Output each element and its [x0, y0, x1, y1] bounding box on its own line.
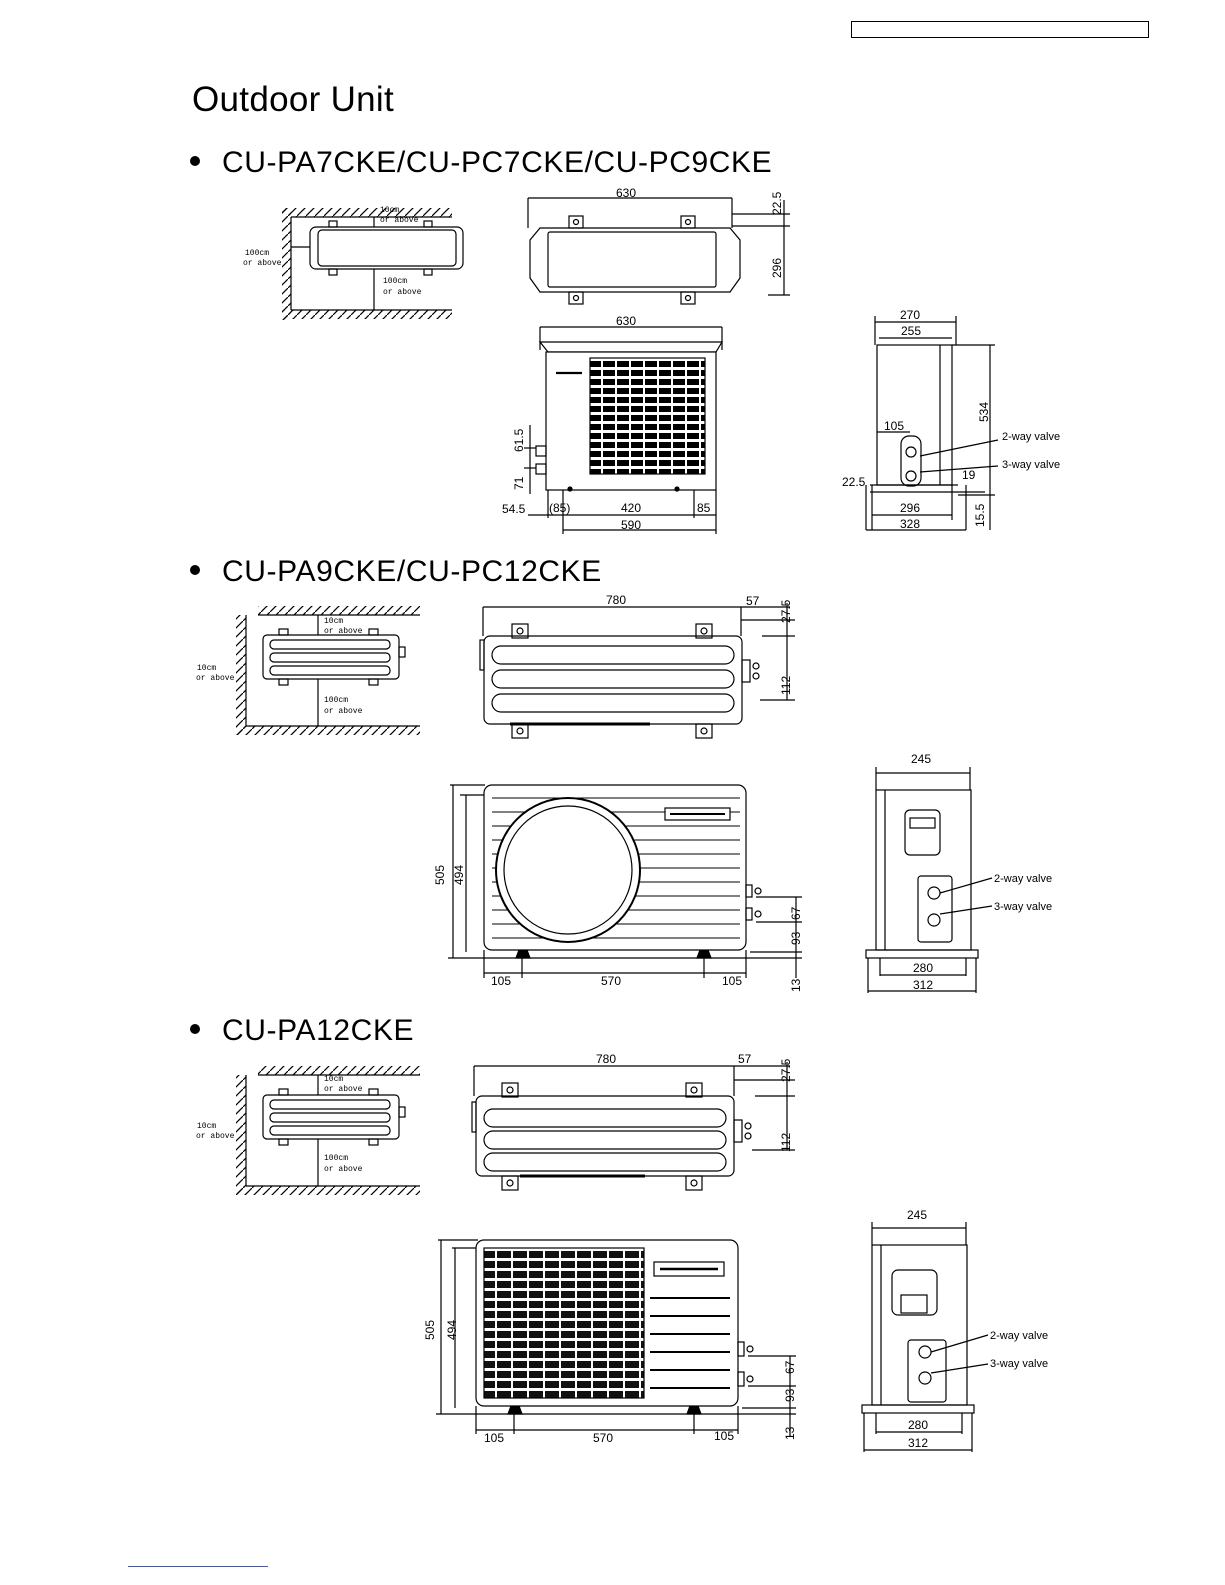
- section-heading-1: CU-PA7CKE/CU-PC7CKE/CU-PC9CKE: [190, 146, 772, 180]
- side-view-2: [865, 767, 993, 993]
- clearance-left-label-1a: 100cm: [245, 249, 269, 258]
- side-view-1-height: 534: [977, 402, 991, 422]
- model-name-1: CU-PA7CKE/CU-PC7CKE/CU-PC9CKE: [222, 146, 773, 179]
- side-view-1: [865, 316, 999, 531]
- section-heading-2: CU-PA9CKE/CU-PC12CKE: [190, 555, 602, 589]
- front-view-3-valve-upper: 67: [783, 1360, 797, 1374]
- clearance-left-label-3b: or above: [196, 1132, 235, 1141]
- side-view-1-valve-2-label: 2-way valve: [1002, 431, 1060, 443]
- front-view-2-seg-left: 105: [491, 974, 511, 988]
- front-view-1-seg-right: 85: [697, 501, 711, 515]
- clearance-diagram-3: [236, 1066, 420, 1195]
- header-box: [851, 21, 1149, 38]
- side-view-1-left-offset: 22.5: [842, 475, 866, 489]
- front-view-1: [524, 326, 724, 534]
- top-view-1-width: 630: [616, 186, 636, 200]
- clearance-diagram-1: [282, 208, 464, 320]
- side-view-2-top: 245: [911, 752, 931, 766]
- bullet-icon: [190, 565, 200, 576]
- clearance-left-label-1b: or above: [243, 259, 282, 268]
- side-view-3-top: 245: [907, 1208, 927, 1222]
- front-view-3: [436, 1239, 796, 1436]
- clearance-bottom-label-3b: or above: [324, 1165, 363, 1174]
- side-view-1-foot: 15.5: [973, 503, 987, 527]
- front-view-2-height-outer: 505: [433, 865, 447, 885]
- front-view-2-valve-lower: 93: [789, 931, 803, 945]
- clearance-top-label-2a: 10cm: [324, 617, 343, 626]
- top-view-3-offset-v: 27.5: [779, 1058, 793, 1082]
- front-view-3-height-inner: 494: [445, 1320, 459, 1340]
- page-title: Outdoor Unit: [192, 80, 395, 119]
- clearance-bottom-label-2b: or above: [324, 707, 363, 716]
- front-view-2-foot: 13: [789, 978, 803, 992]
- side-view-2-valve-2-label: 2-way valve: [994, 873, 1052, 885]
- side-view-3: [861, 1222, 989, 1452]
- side-view-3-base-outer: 312: [908, 1436, 928, 1450]
- front-view-1-height-a: 61.5: [512, 428, 526, 452]
- front-view-1-height-b: 71: [512, 476, 526, 490]
- front-view-3-foot: 13: [783, 1426, 797, 1440]
- top-view-1: [527, 197, 790, 305]
- side-view-3-valve-3-label: 3-way valve: [990, 1358, 1048, 1370]
- front-view-1-seg-mid: 420: [621, 501, 641, 515]
- side-view-1-right-offset: 19: [962, 468, 976, 482]
- side-view-3-valve-2-label: 2-way valve: [990, 1330, 1048, 1342]
- side-view-2-base-inner: 280: [913, 961, 933, 975]
- clearance-bottom-label-1b: or above: [383, 288, 422, 297]
- front-view-1-seg-left: (85): [549, 501, 570, 515]
- clearance-bottom-label-1a: 100cm: [383, 277, 407, 286]
- front-view-2-height-inner: 494: [452, 865, 466, 885]
- top-view-3-depth: 112: [779, 1133, 793, 1152]
- clearance-top-label-3a: 10cm: [324, 1075, 343, 1084]
- top-view-1-depth: 296: [770, 258, 784, 278]
- front-view-3-seg-right: 105: [714, 1429, 734, 1443]
- top-view-2-offset-v: 27.5: [779, 599, 793, 623]
- bullet-icon: [190, 1024, 200, 1035]
- clearance-bottom-label-2a: 100cm: [324, 696, 348, 705]
- top-view-1-offset: 22.5: [770, 191, 784, 215]
- front-view-2-valve-upper: 67: [789, 906, 803, 920]
- section-heading-3: CU-PA12CKE: [190, 1014, 414, 1048]
- side-view-1-outer: 270: [900, 308, 920, 322]
- front-view-1-left-offset: 54.5: [502, 502, 526, 516]
- front-view-1-width: 630: [616, 314, 636, 328]
- top-view-3-width: 780: [596, 1052, 616, 1066]
- footer-link-line[interactable]: [128, 1566, 268, 1567]
- front-view-3-valve-lower: 93: [783, 1388, 797, 1402]
- clearance-left-label-3a: 10cm: [197, 1122, 216, 1131]
- model-name-2: CU-PA9CKE/CU-PC12CKE: [222, 555, 602, 588]
- side-view-1-base-outer: 328: [900, 517, 920, 531]
- top-view-3: [471, 1062, 795, 1191]
- front-view-2-seg-mid: 570: [601, 974, 621, 988]
- front-view-3-seg-mid: 570: [593, 1431, 613, 1445]
- side-view-2-base-outer: 312: [913, 978, 933, 992]
- front-view-3-seg-left: 105: [484, 1431, 504, 1445]
- clearance-left-label-2a: 10cm: [197, 664, 216, 673]
- clearance-top-label-1b: or above: [380, 216, 419, 225]
- clearance-bottom-label-3a: 100cm: [324, 1154, 348, 1163]
- side-view-1-inner: 255: [901, 324, 921, 338]
- top-view-2-width: 780: [606, 593, 626, 607]
- clearance-left-label-2b: or above: [196, 674, 235, 683]
- side-view-1-valve-offset: 105: [884, 419, 904, 433]
- clearance-top-label-1a: 10cm: [380, 206, 399, 215]
- top-view-2-depth: 112: [779, 676, 793, 695]
- model-name-3: CU-PA12CKE: [222, 1014, 415, 1047]
- side-view-1-valve-3-label: 3-way valve: [1002, 459, 1060, 471]
- side-view-3-base-inner: 280: [908, 1418, 928, 1432]
- front-view-2: [448, 784, 802, 978]
- front-view-2-seg-right: 105: [722, 974, 742, 988]
- top-view-3-offset-h: 57: [738, 1052, 752, 1066]
- bullet-icon: [190, 156, 200, 167]
- clearance-diagram-2: [236, 606, 420, 735]
- top-view-2-offset-h: 57: [746, 594, 760, 608]
- side-view-1-base-inner: 296: [900, 501, 920, 515]
- front-view-1-base: 590: [621, 518, 641, 532]
- clearance-top-label-2b: or above: [324, 627, 363, 636]
- front-view-3-height-outer: 505: [423, 1320, 437, 1340]
- top-view-2: [479, 603, 795, 739]
- side-view-2-valve-3-label: 3-way valve: [994, 901, 1052, 913]
- clearance-top-label-3b: or above: [324, 1085, 363, 1094]
